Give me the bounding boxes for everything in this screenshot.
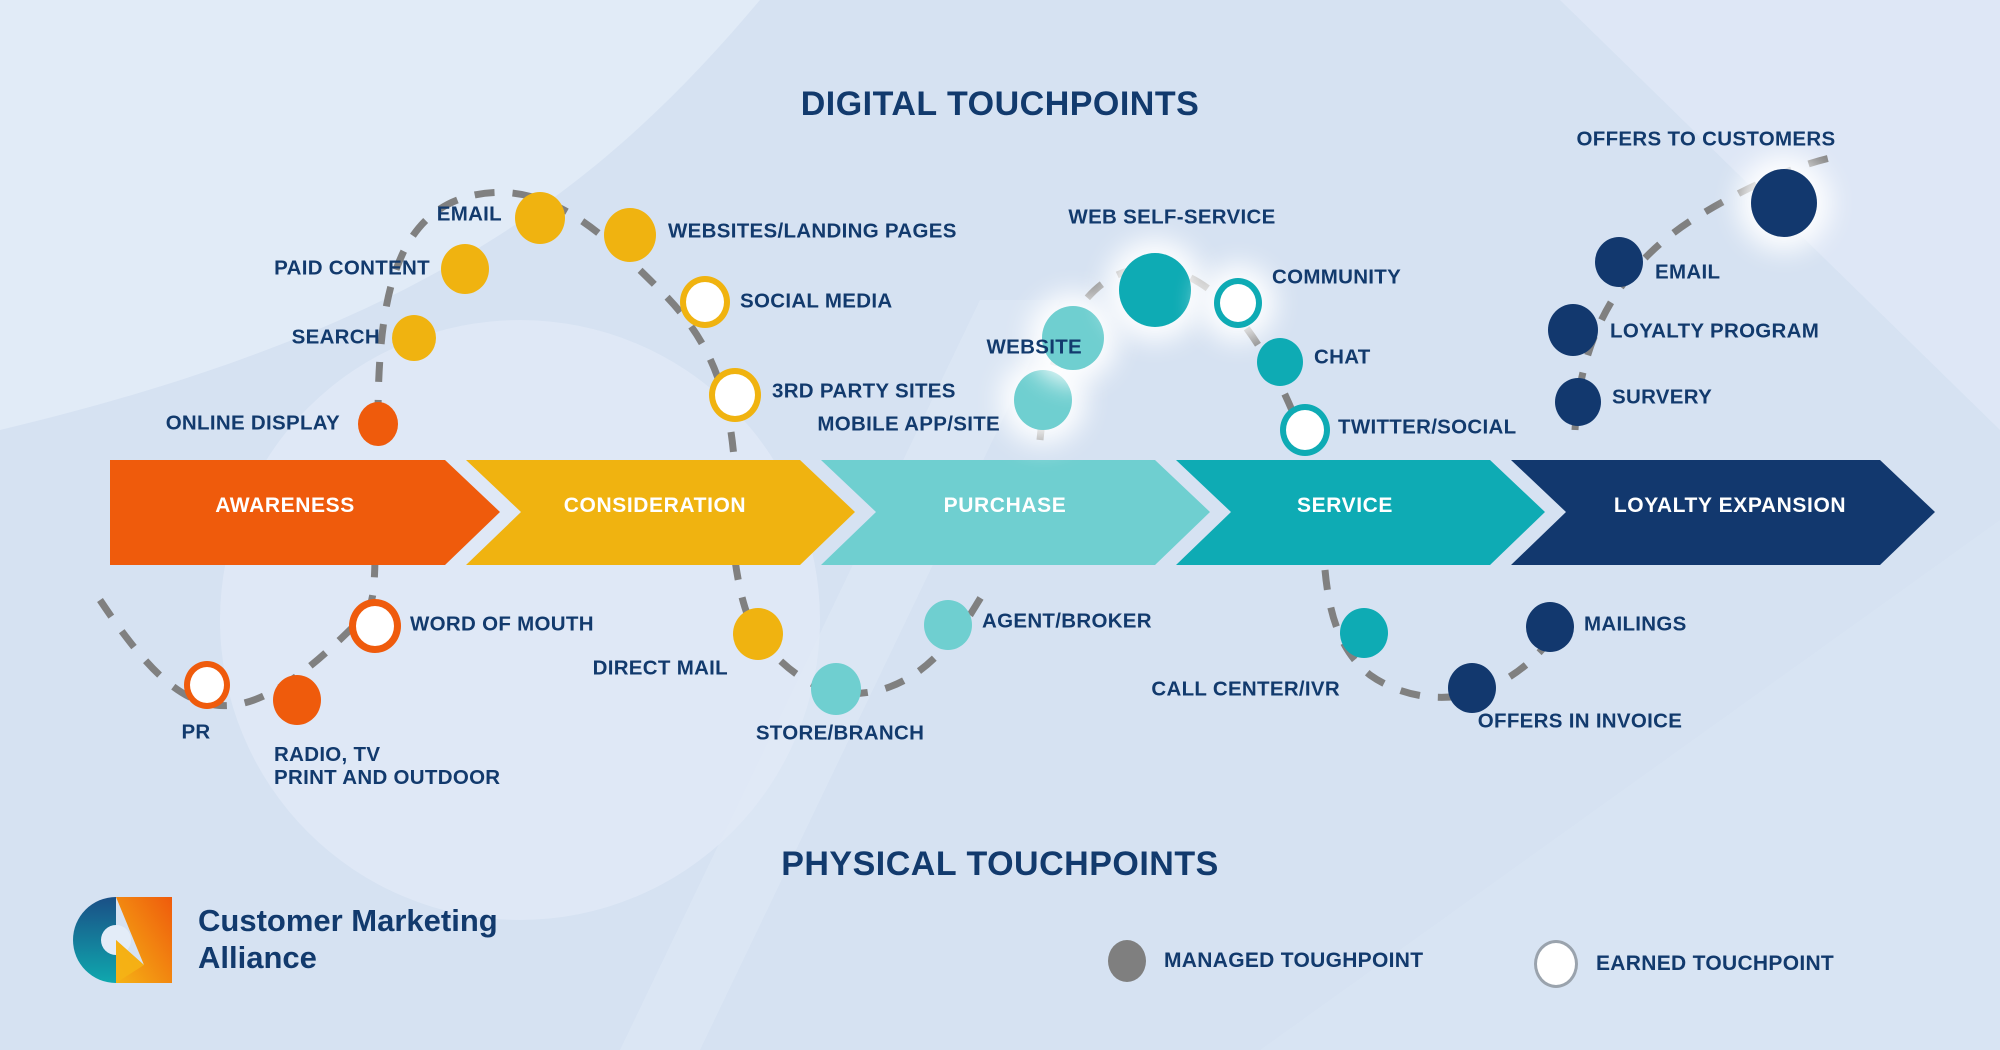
stage-arrow-purchase [821, 460, 1210, 565]
node-survery[interactable] [1555, 378, 1601, 426]
label-online-display: ONLINE DISPLAY [165, 411, 340, 435]
label-web-self-service: WEB SELF-SERVICE [1068, 205, 1276, 229]
node-twitter-social[interactable] [1280, 404, 1330, 456]
label-community: COMMUNITY [1272, 265, 1402, 289]
node-direct-mail[interactable] [733, 608, 783, 660]
label-mailings: MAILINGS [1584, 612, 1687, 636]
label-store-branch: STORE/BRANCH [755, 721, 925, 745]
label-paid-content: PAID CONTENT [274, 256, 430, 280]
legend-managed-dot-icon [1108, 940, 1146, 982]
stage-arrow-service [1176, 460, 1545, 565]
node-search[interactable] [392, 315, 436, 361]
label-offers-to-customers: OFFERS TO CUSTOMERS [1576, 127, 1836, 151]
label-agent-broker: AGENT/BROKER [982, 609, 1152, 633]
label-pr: PR [181, 720, 211, 744]
brand-name: Customer Marketing Alliance [198, 903, 498, 975]
node-social-media[interactable] [680, 276, 730, 328]
node-email-loyalty[interactable] [1595, 237, 1643, 287]
label-direct-mail: DIRECT MAIL [592, 656, 728, 680]
legend-earned-dot-icon [1534, 940, 1578, 988]
stage-arrow-consideration [466, 460, 855, 565]
label-search: SEARCH [291, 325, 380, 349]
label-loyalty-program: LOYALTY PROGRAM [1610, 319, 1820, 343]
node-word-of-mouth[interactable] [349, 599, 401, 653]
node-web-self-service[interactable] [1119, 253, 1191, 327]
node-community[interactable] [1214, 278, 1262, 328]
label-word-of-mouth: WORD OF MOUTH [410, 612, 594, 636]
node-loyalty-program[interactable] [1548, 304, 1598, 356]
node-mailings[interactable] [1526, 602, 1574, 652]
node-call-center-ivr[interactable] [1340, 608, 1388, 658]
page-title-digital: DIGITAL TOUCHPOINTS [800, 85, 1200, 123]
page-title-physical: PHYSICAL TOUCHPOINTS [781, 845, 1219, 883]
node-online-display[interactable] [358, 402, 398, 446]
label-website: WEBSITE [986, 335, 1082, 359]
stage-arrow-loyalty [1511, 460, 1935, 565]
node-radio-tv-print-outdoor[interactable] [273, 675, 321, 725]
label-email-awareness: EMAIL [436, 202, 502, 226]
label-survery: SURVERY [1612, 385, 1713, 409]
label-3rd-party-sites: 3RD PARTY SITES [772, 379, 956, 403]
node-offers-to-customers[interactable] [1751, 169, 1817, 237]
label-call-center-ivr: CALL CENTER/IVR [1151, 677, 1340, 701]
label-mobile-app-site: MOBILE APP/SITE [817, 412, 1000, 436]
node-store-branch[interactable] [811, 663, 861, 715]
node-3rd-party-sites[interactable] [709, 368, 761, 422]
stage-label-consideration[interactable]: CONSIDERATION [563, 494, 747, 517]
label-offers-in-invoice: OFFERS IN INVOICE [1477, 709, 1683, 733]
journey-stage-band [110, 460, 1935, 565]
stage-label-service[interactable]: SERVICE [1296, 494, 1394, 517]
stage-label-purchase[interactable]: PURCHASE [943, 494, 1067, 517]
label-social-media: SOCIAL MEDIA [740, 289, 893, 313]
node-websites-landing-pages[interactable] [604, 208, 656, 262]
node-mobile-app-site[interactable] [1014, 370, 1072, 430]
label-websites-landing-pages: WEBSITES/LANDING PAGES [668, 219, 957, 243]
node-agent-broker[interactable] [924, 600, 972, 650]
legend-item-managed: MANAGED TOUGHPOINT [1108, 940, 1423, 982]
label-radio-tv-print-outdoor: RADIO, TV PRINT AND OUTDOOR [274, 743, 501, 789]
stage-label-loyalty[interactable]: LOYALTY EXPANSION [1613, 494, 1847, 517]
label-twitter-social: TWITTER/SOCIAL [1338, 415, 1517, 439]
node-email-awareness[interactable] [515, 192, 565, 244]
node-paid-content[interactable] [441, 244, 489, 294]
brand-lockup: Customer Marketing Alliance [68, 895, 498, 985]
legend-managed-label: MANAGED TOUGHPOINT [1164, 949, 1424, 972]
stage-arrow-awareness [110, 460, 500, 565]
cma-logo-icon [73, 897, 172, 983]
legend-earned-label: EARNED TOUCHPOINT [1596, 952, 1835, 975]
node-website[interactable] [1042, 306, 1104, 370]
node-offers-in-invoice[interactable] [1448, 663, 1496, 713]
legend-item-earned: EARNED TOUCHPOINT [1534, 940, 1834, 988]
node-pr[interactable] [184, 661, 230, 709]
stage-label-awareness[interactable]: AWARENESS [215, 494, 355, 517]
node-chat[interactable] [1257, 338, 1303, 386]
label-email-loyalty: EMAIL [1655, 260, 1721, 284]
label-chat: CHAT [1314, 345, 1371, 369]
